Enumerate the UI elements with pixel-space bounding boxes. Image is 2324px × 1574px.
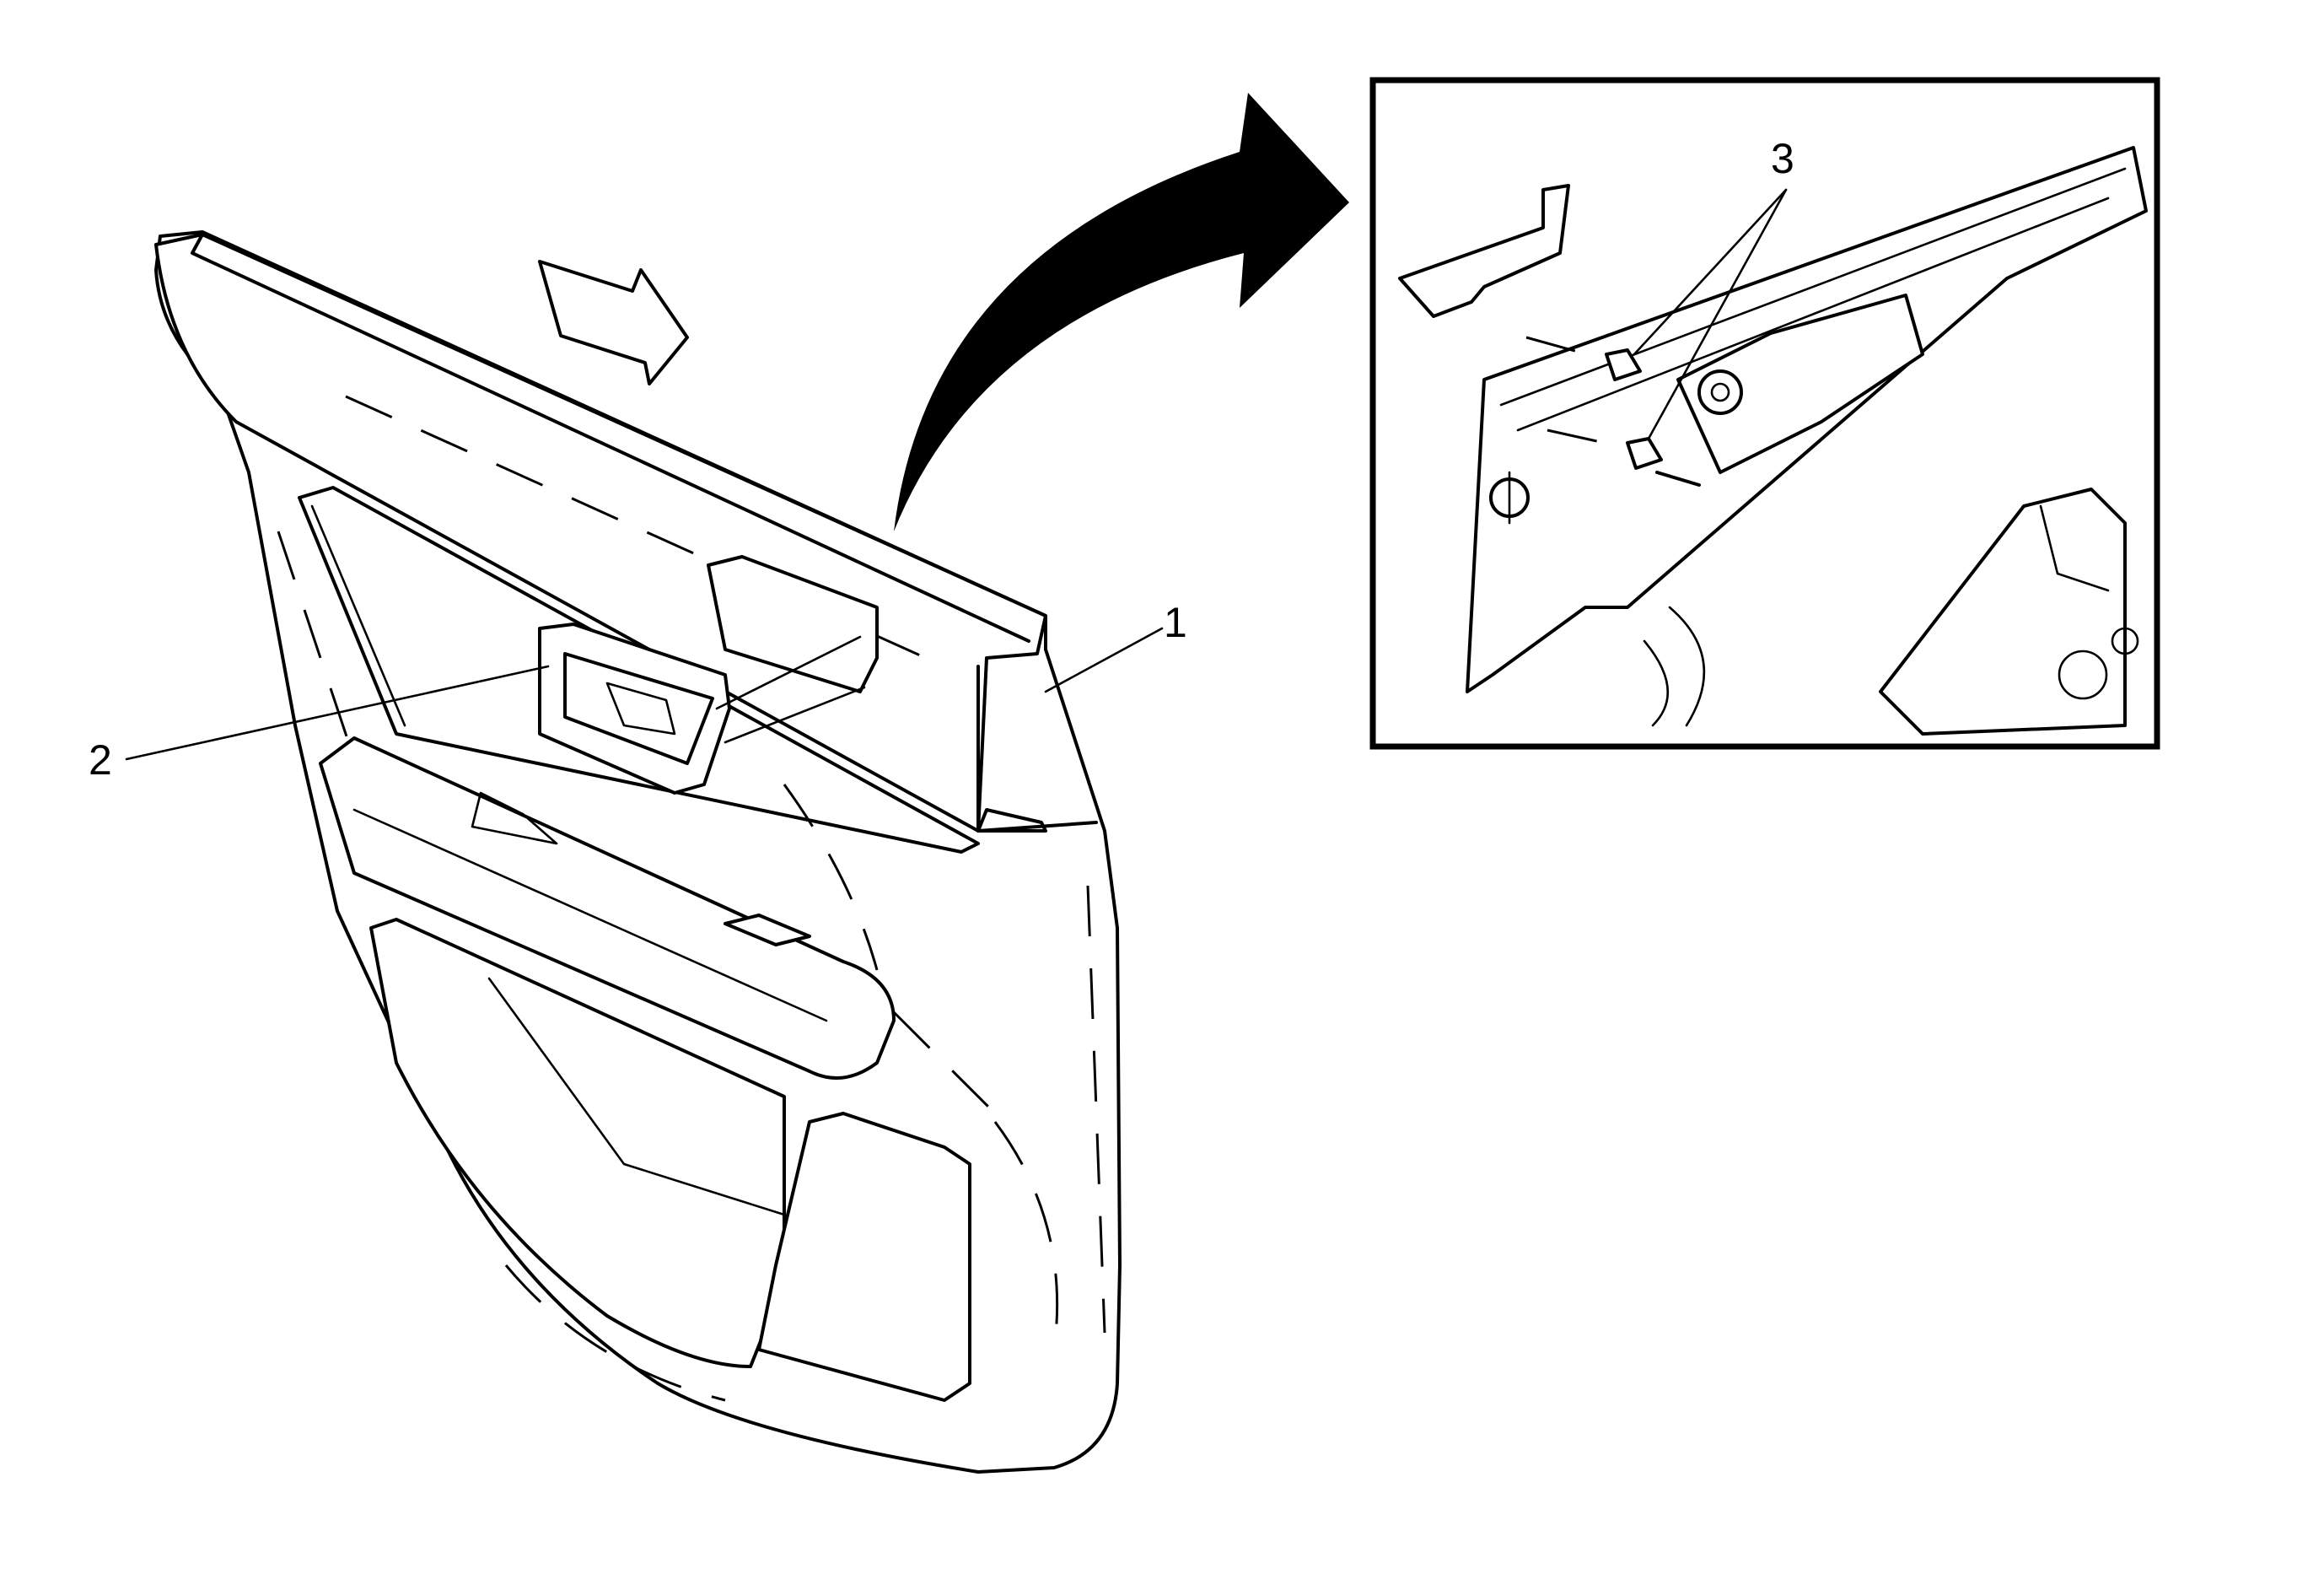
map-pocket <box>369 918 786 1368</box>
door-handle-bezel <box>538 555 879 795</box>
fastener-clip <box>1605 348 1642 381</box>
fastener-clip <box>1626 437 1663 470</box>
detail-view <box>1369 77 2160 750</box>
direction-arrow-main <box>538 260 689 385</box>
callout-3: 3 <box>1771 135 1794 182</box>
leader-line-2 <box>125 665 550 761</box>
window-switch <box>724 914 811 946</box>
leader-line-3b <box>1647 188 1788 440</box>
bezel-inner <box>563 652 714 765</box>
direction-arrow-detail <box>1398 184 1570 318</box>
latch-gear <box>1697 369 1743 415</box>
callout-1: 1 <box>1164 599 1187 646</box>
speaker-grille <box>757 1112 971 1402</box>
door-inner-module <box>1676 294 1924 474</box>
leader-line-1 <box>1044 627 1164 693</box>
armrest <box>319 736 896 1080</box>
leader-line-3a <box>1633 188 1788 356</box>
callout-2: 2 <box>89 736 112 784</box>
detail-view-arrow <box>894 93 1349 531</box>
bezel-mount-recess <box>707 555 879 693</box>
lower-bracket <box>1879 488 2127 736</box>
door-trim-panel <box>154 230 1122 1474</box>
